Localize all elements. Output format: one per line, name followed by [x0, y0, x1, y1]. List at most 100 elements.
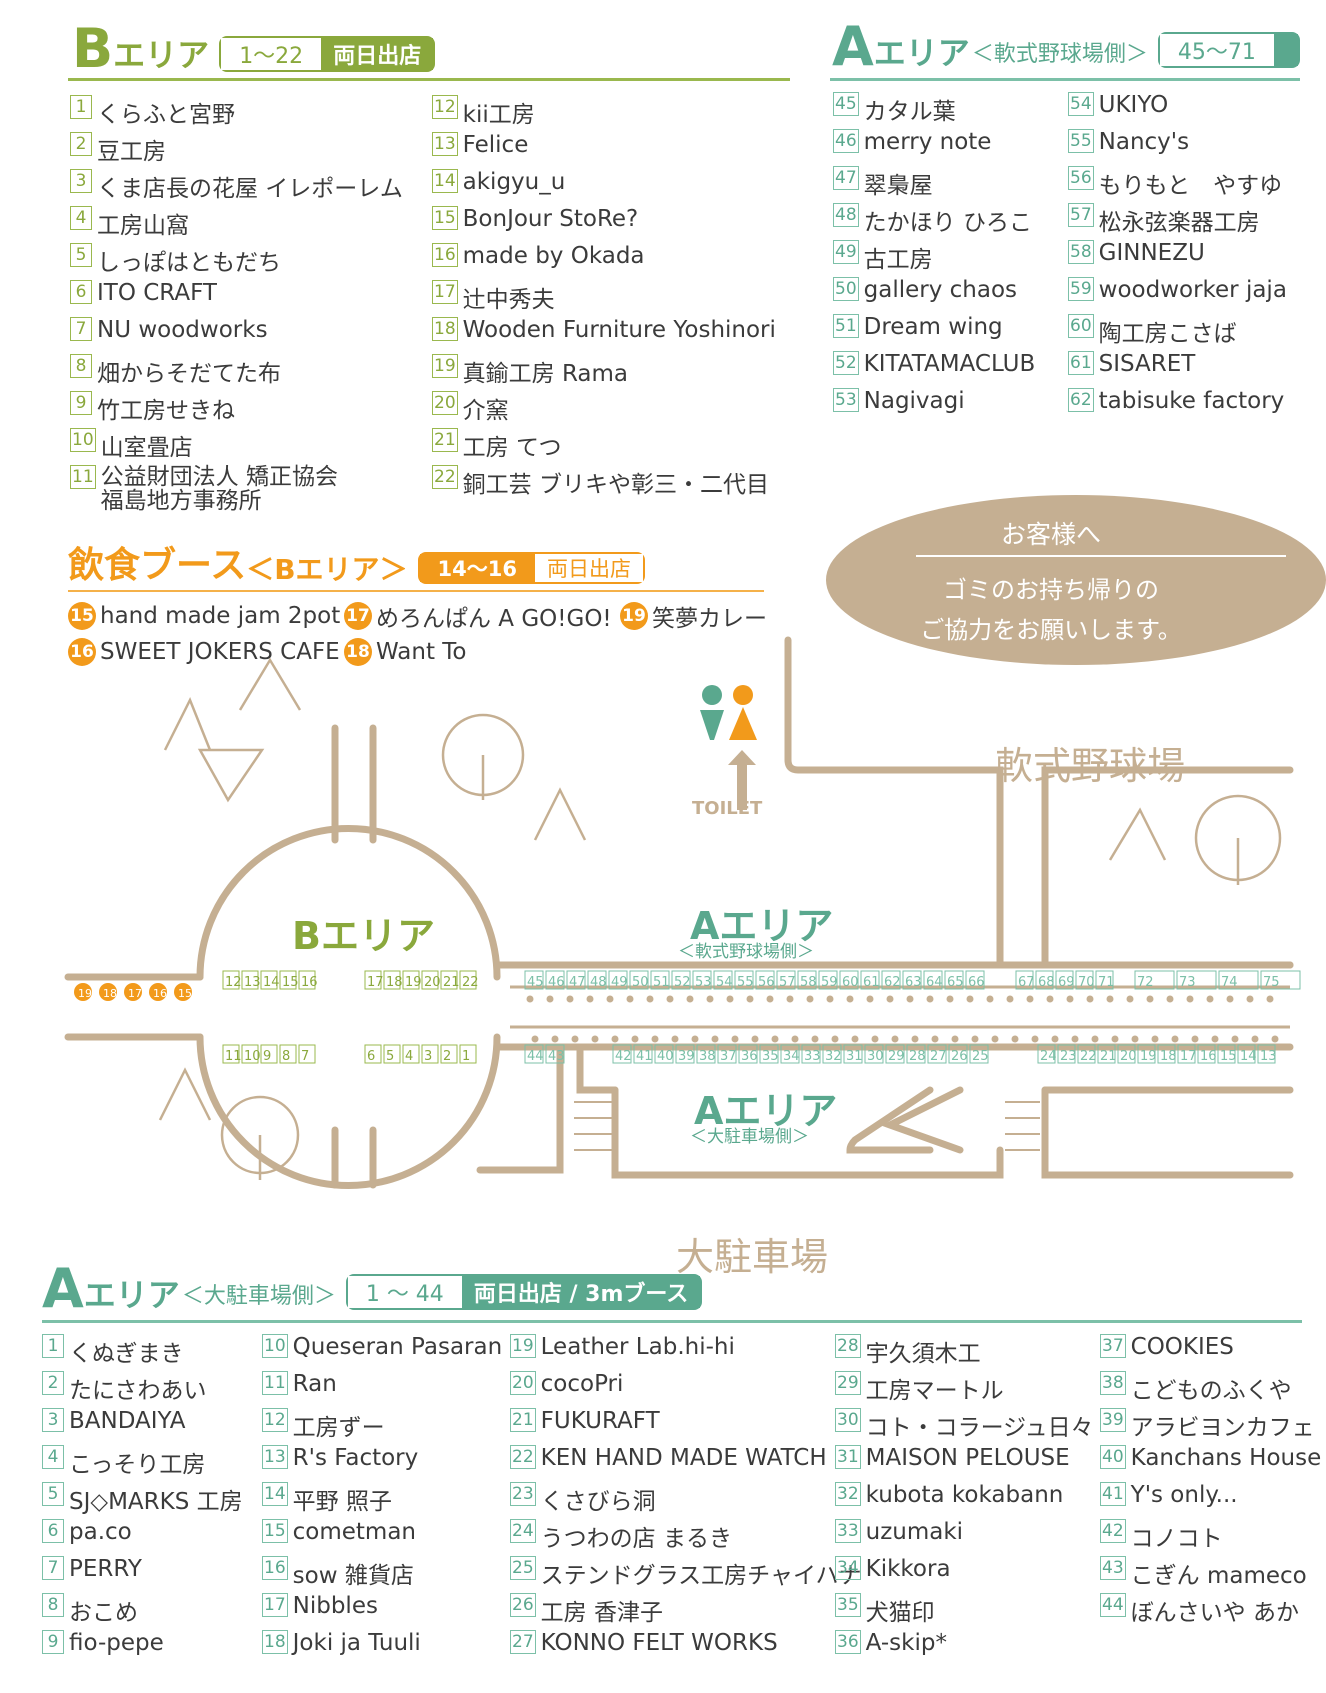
notice-line2: ご協力をお願いします。 [920, 616, 1182, 644]
item-name: こっそり工房 [69, 1452, 206, 1478]
stall-box [696, 1044, 716, 1064]
stall-number: 60 [842, 975, 859, 990]
stall-number: 22 [462, 975, 479, 990]
stall-number: 14 [1240, 1049, 1257, 1064]
stall-box [948, 1044, 968, 1064]
stall-number: 63 [905, 975, 922, 990]
stall-box [738, 1044, 758, 1064]
stall-number: 75 [1263, 975, 1280, 990]
stall-box [1197, 1044, 1216, 1064]
stall-number: 67 [1018, 975, 1035, 990]
stall-box [241, 970, 259, 990]
stall-number: 21 [443, 975, 460, 990]
item-number: 26 [510, 1593, 536, 1617]
item-number: 7 [70, 317, 92, 341]
item-name: ぼんさいや あか [1130, 1600, 1299, 1626]
stall-box [1077, 1044, 1096, 1064]
item-name: MAISON PELOUSE [865, 1445, 1070, 1471]
stall-number: 15 [178, 987, 192, 1000]
item-name-line2: 福島地方事務所 [100, 488, 262, 514]
item-name: A-skip* [865, 1630, 947, 1656]
item-number: 62 [1068, 388, 1094, 412]
food-num: 15 [68, 602, 96, 630]
stall-number: 32 [825, 1049, 842, 1064]
stall-box [675, 1044, 695, 1064]
stall-box [671, 970, 691, 990]
map-parking: 大駐車場 [676, 1235, 829, 1279]
item-name: UKIYO [1098, 92, 1169, 118]
stall-box [279, 1044, 297, 1064]
item-name: もりもと やすゆ [1098, 173, 1283, 199]
item-number: 29 [835, 1371, 861, 1395]
stall-box [222, 1044, 240, 1064]
item-number: 22 [510, 1445, 536, 1469]
stall-number: 24 [1040, 1049, 1057, 1064]
item-name: uzumaki [865, 1519, 964, 1545]
stall-number: 72 [1137, 975, 1154, 990]
item-name: kii工房 [462, 102, 535, 128]
item-name: PERRY [69, 1556, 142, 1582]
stall-number: 18 [103, 987, 117, 1000]
item-number: 35 [835, 1593, 861, 1617]
stall-box [864, 1044, 884, 1064]
item-number: 12 [262, 1408, 288, 1432]
stall-number: 64 [926, 975, 943, 990]
food-header: 飲食ブース ＜Bエリア＞ 14～16 両日出店 [68, 536, 645, 588]
item-name: kubota kokabann [865, 1482, 1064, 1508]
item-number: 18 [432, 317, 458, 341]
a2-title: エリア [83, 1276, 180, 1314]
stall-box [612, 1044, 632, 1064]
stall-number: 42 [615, 1049, 632, 1064]
stall-box [1097, 1044, 1116, 1064]
food-stall-marker [99, 983, 117, 1001]
item-number: 11 [262, 1371, 288, 1395]
stall-number: 31 [846, 1049, 863, 1064]
item-name: カタル葉 [863, 99, 956, 125]
stall-number: 20 [1120, 1049, 1137, 1064]
b-rule [68, 78, 790, 81]
stall-number: 34 [783, 1049, 800, 1064]
stall-box [1035, 970, 1054, 990]
stall-box [222, 970, 240, 990]
stall-number: 6 [367, 1049, 375, 1064]
stall-box [459, 970, 477, 990]
item-name: Kikkora [865, 1556, 951, 1582]
stall-number: 59 [821, 975, 838, 990]
item-number: 38 [1100, 1371, 1126, 1395]
stall-box [402, 970, 420, 990]
stall-number: 23 [1060, 1049, 1077, 1064]
stall-box [1176, 970, 1217, 990]
stall-number: 30 [867, 1049, 884, 1064]
stall-box [633, 1044, 653, 1064]
item-number: 16 [432, 243, 458, 267]
food-num: 18 [344, 638, 372, 666]
stall-number: 56 [758, 975, 775, 990]
stall-number: 57 [779, 975, 796, 990]
item-name: コト・コラージュ日々 [865, 1415, 1094, 1441]
item-number: 14 [432, 169, 458, 193]
plaza-bottom-arc [196, 1033, 501, 1189]
